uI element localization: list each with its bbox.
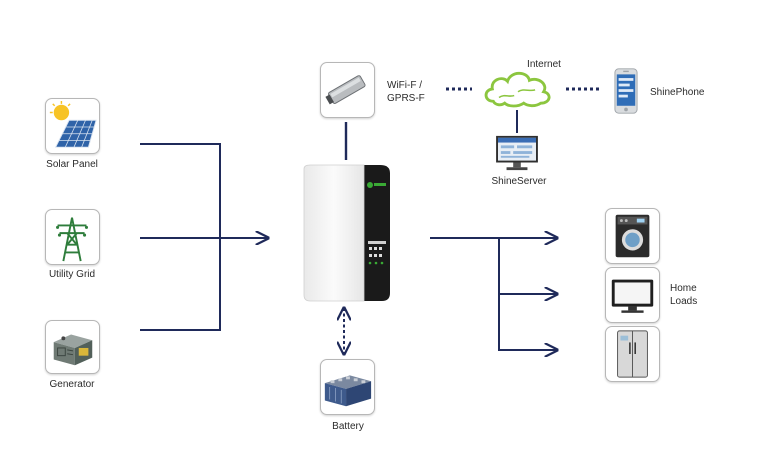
battery-icon	[324, 375, 372, 407]
wifi-module-label-line2: GPRS-F	[387, 93, 425, 104]
solar-panel-box	[45, 98, 100, 154]
shineserver-label: ShineServer	[491, 176, 547, 187]
utility-grid-icon	[56, 217, 89, 262]
wifi-module-box	[320, 62, 375, 118]
utility-grid-label: Utility Grid	[48, 269, 96, 280]
generator-icon	[53, 334, 93, 366]
home-loads-label-line2: Loads	[670, 296, 698, 307]
generator-box	[45, 320, 100, 374]
wifi-module-label-line1: WiFi-F /	[387, 80, 422, 91]
server-monitor-icon	[496, 135, 538, 171]
internet-label: Internet	[527, 59, 561, 70]
battery-box	[320, 359, 375, 415]
washing-machine-icon	[615, 214, 650, 258]
refrigerator-icon	[617, 330, 648, 378]
washing-machine-box	[605, 208, 660, 264]
battery-label: Battery	[332, 421, 364, 432]
solar-panel-label: Solar Panel	[46, 159, 98, 170]
home-loads-label-line1: Home	[670, 283, 697, 294]
wifi-module-icon	[325, 75, 366, 105]
shinephone-label: ShinePhone	[650, 87, 705, 98]
utility-grid-box	[45, 209, 100, 265]
solar-panel-icon	[49, 100, 97, 148]
generator-label: Generator	[49, 379, 95, 390]
refrigerator-box	[605, 326, 660, 382]
television-icon	[611, 279, 654, 313]
television-box	[605, 267, 660, 323]
inverter-icon	[303, 164, 390, 302]
internet-cloud-icon	[484, 71, 551, 108]
smartphone-icon	[614, 68, 638, 114]
